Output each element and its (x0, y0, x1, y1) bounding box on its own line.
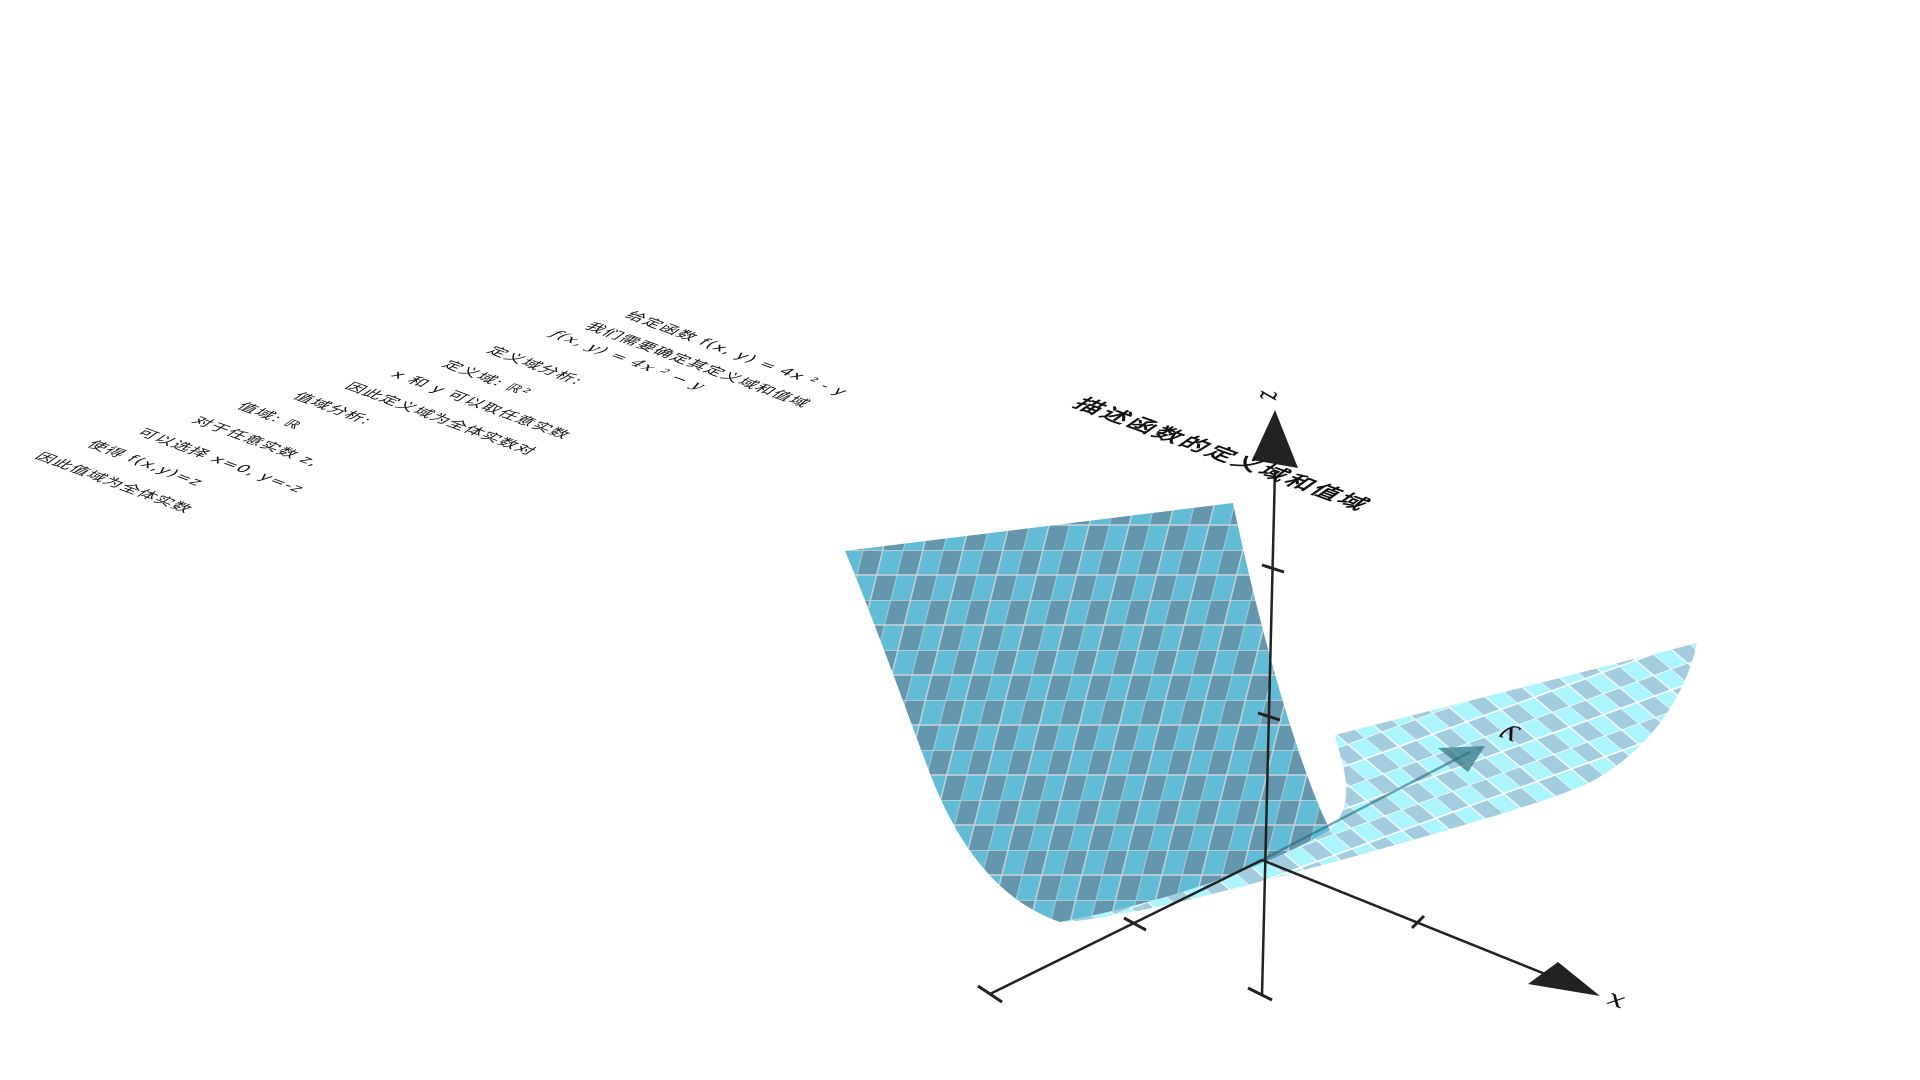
x-axis-arrow (1528, 962, 1600, 996)
surface-left-sheet (845, 503, 1330, 922)
x-axis (977, 858, 1600, 1004)
z-axis-label: z (1252, 390, 1288, 401)
y-axis (1261, 746, 1485, 862)
z-axis-arrow (1252, 410, 1298, 468)
z-axis (1247, 410, 1298, 1002)
surface-right-sheet (1060, 643, 1697, 922)
